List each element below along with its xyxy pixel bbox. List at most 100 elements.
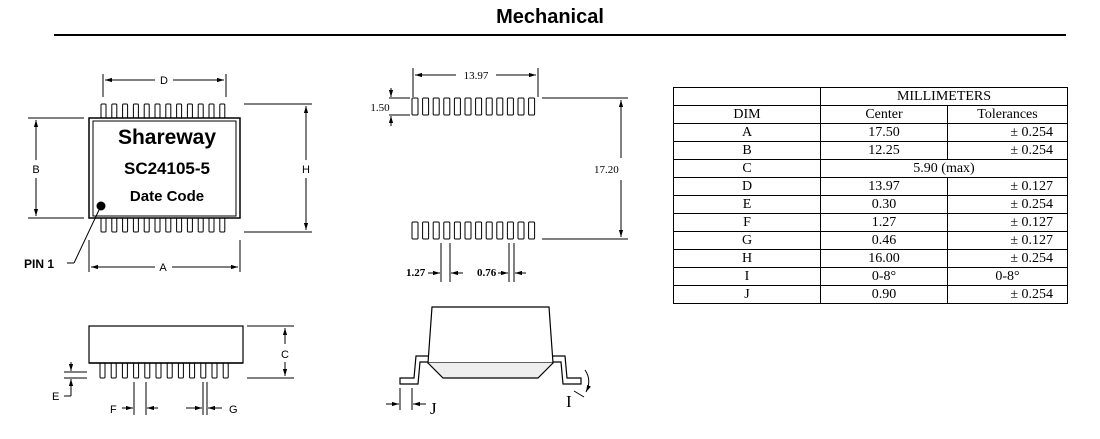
dim-label-b: B: [32, 164, 39, 176]
footprint-pad: [411, 97, 419, 116]
package-pin: [165, 217, 172, 233]
footprint-pitch-label: 1.27: [406, 267, 426, 279]
package-pin: [122, 217, 129, 233]
package-pin: [111, 217, 118, 233]
tolerance-cell: ± 0.127: [947, 177, 1068, 196]
dim-cell: C: [673, 159, 821, 178]
side-view-lead: [155, 362, 162, 379]
table-corner-cell: [673, 87, 821, 106]
pin1-dot: [96, 201, 106, 211]
pin1-label: PIN 1: [24, 257, 54, 271]
title-rule: [54, 34, 1066, 36]
dim-cell: G: [673, 231, 821, 250]
table-row: B 12.25 ± 0.254: [673, 141, 1068, 160]
package-pin: [132, 103, 139, 119]
package-pin: [154, 103, 161, 119]
center-cell: 0.30: [820, 195, 948, 214]
footprint-pad: [517, 97, 525, 116]
table-row: J 0.90 ± 0.254: [673, 285, 1068, 304]
footprint-pad: [411, 221, 419, 240]
side-view-leads: [99, 362, 229, 379]
table-column-header-row: DIM Center Tolerances: [673, 105, 1068, 124]
col-header-dim: DIM: [673, 105, 821, 124]
col-header-center: Center: [820, 105, 948, 124]
dimension-table: MILLIMETERS DIM Center Tolerances A 17.5…: [673, 87, 1068, 304]
dim-label-f: F: [110, 404, 117, 416]
top-view-upper-pins: [100, 103, 226, 119]
footprint-pad: [506, 97, 514, 116]
end-view: [386, 306, 592, 410]
footprint-pad: [432, 221, 440, 240]
tolerance-cell: ± 0.254: [947, 285, 1068, 304]
dim-label-j: J: [430, 399, 437, 418]
footprint-pad: [464, 97, 472, 116]
top-view: [28, 74, 312, 272]
side-view-lead: [110, 362, 117, 379]
center-cell: 16.00: [820, 249, 948, 268]
footprint-pad: [528, 221, 536, 240]
footprint-pad: [517, 221, 525, 240]
footprint-pad: [485, 221, 493, 240]
table-row: A 17.50 ± 0.254: [673, 123, 1068, 142]
footprint-pad: [422, 221, 430, 240]
footprint-upper-pads: [411, 97, 536, 116]
footprint-pad: [453, 97, 461, 116]
table-row: F 1.27 ± 0.127: [673, 213, 1068, 232]
dim-cell: A: [673, 123, 821, 142]
footprint-pad: [528, 97, 536, 116]
dim-cell: B: [673, 141, 821, 160]
package-pin: [208, 103, 215, 119]
dim-label-e: E: [52, 391, 59, 403]
package-pin: [154, 217, 161, 233]
package-pin: [111, 103, 118, 119]
footprint-width-label: 13.97: [464, 70, 489, 82]
side-view-lead: [200, 362, 207, 379]
dim-cell: F: [673, 213, 821, 232]
brand-text: Shareway: [118, 126, 216, 149]
footprint-pad: [475, 221, 483, 240]
footprint-pad: [443, 97, 451, 116]
footprint-pad: [432, 97, 440, 116]
footprint-pad: [496, 97, 504, 116]
side-view-lead: [211, 362, 218, 379]
table-row: G 0.46 ± 0.127: [673, 231, 1068, 250]
table-row: C 5.90 (max): [673, 159, 1068, 178]
merged-value-cell: 5.90 (max): [820, 159, 1068, 178]
footprint-pad: [485, 97, 493, 116]
tolerance-cell: ± 0.254: [947, 141, 1068, 160]
table-row: I 0-8° 0-8°: [673, 267, 1068, 286]
center-cell: 13.97: [820, 177, 948, 196]
top-view-lower-pins: [100, 217, 226, 233]
package-pin: [176, 103, 183, 119]
page-title: Mechanical: [496, 6, 604, 28]
package-pin: [143, 217, 150, 233]
center-cell: 0.90: [820, 285, 948, 304]
package-pin: [100, 217, 107, 233]
center-cell: 12.25: [820, 141, 948, 160]
dim-label-d: D: [160, 75, 168, 87]
footprint-pad-length-label: 1.50: [370, 102, 390, 114]
package-inner-outline: [92, 120, 237, 217]
tolerance-cell: ± 0.127: [947, 213, 1068, 232]
date-code-text: Date Code: [130, 188, 204, 205]
side-view-lead: [121, 362, 128, 379]
side-view-lead: [177, 362, 184, 379]
tolerance-cell: 0-8°: [947, 267, 1068, 286]
col-header-tolerances: Tolerances: [947, 105, 1068, 124]
footprint-pad: [506, 221, 514, 240]
package-pin: [219, 217, 226, 233]
dim-label-a: A: [159, 262, 167, 274]
tolerance-cell: ± 0.254: [947, 195, 1068, 214]
side-view-lead: [144, 362, 151, 379]
center-cell: 1.27: [820, 213, 948, 232]
footprint-pad: [496, 221, 504, 240]
dim-cell: D: [673, 177, 821, 196]
table-group-header: MILLIMETERS: [820, 87, 1068, 106]
package-body: [88, 117, 241, 219]
tolerance-cell: ± 0.127: [947, 231, 1068, 250]
package-pin: [219, 103, 226, 119]
pcb-footprint: [388, 68, 628, 282]
dim-label-c: C: [281, 349, 289, 361]
center-cell: 0.46: [820, 231, 948, 250]
